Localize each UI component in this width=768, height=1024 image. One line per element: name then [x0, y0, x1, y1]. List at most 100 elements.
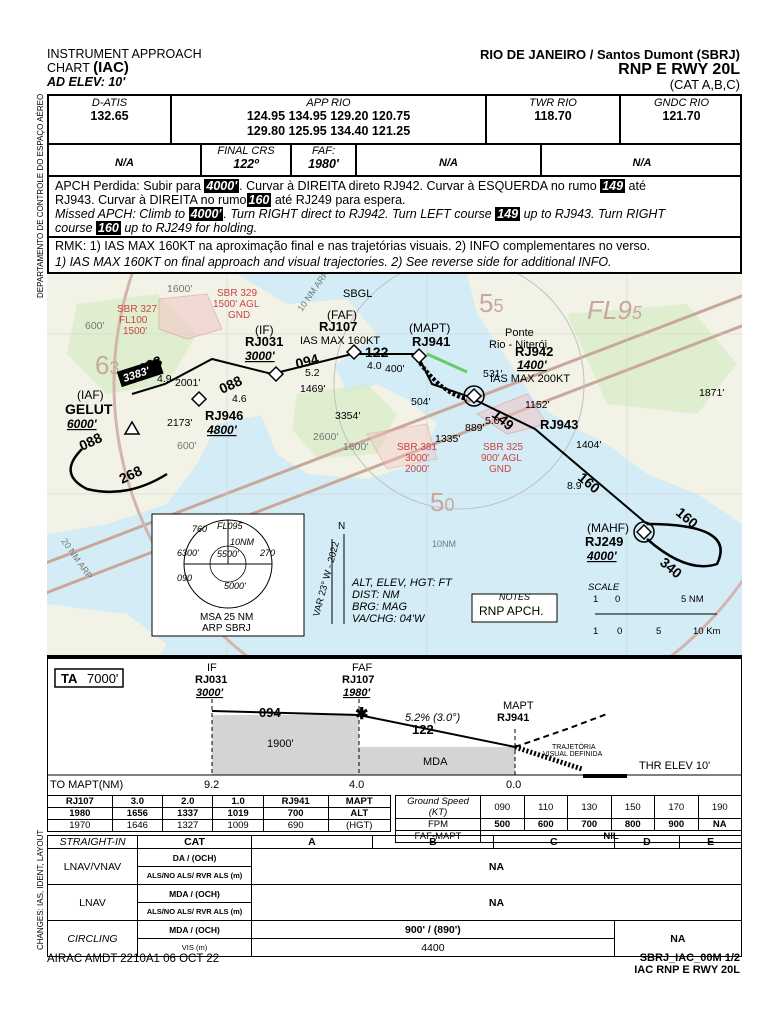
airport-name: RIO DE JANEIRO / Santos Dumont (SBRJ) — [479, 47, 740, 62]
sbr327-label: SBR 327 — [117, 304, 157, 315]
msa-title: MSA 25 NM — [200, 612, 253, 623]
crs-na-2: N/A — [439, 157, 458, 169]
airport-header: RIO DE JANEIRO / Santos Dumont (SBRJ) RN… — [480, 47, 740, 92]
rj943-name: RJ943 — [540, 417, 578, 432]
mora-55: 55 — [479, 288, 503, 318]
rj031-name: RJ031 — [245, 334, 283, 349]
ring-20nm — [112, 274, 742, 655]
msa-5500: 5500' — [217, 549, 239, 559]
lnav-minima: NA — [251, 884, 742, 921]
msa-box: FL095 10NM 6300' 5500' 5000' 270 090 760… — [151, 513, 305, 637]
gelut-altitude: 6000' — [67, 417, 98, 431]
scale-km-0: 0 — [617, 626, 622, 637]
missed-text: . Turn RIGHT direct to RJ942. Turn LEFT … — [223, 207, 492, 221]
faf-star: ✱ — [355, 706, 368, 723]
mda-block — [359, 747, 515, 775]
faf-cell: FAF: 1980' — [292, 145, 355, 172]
aircraft-categories: (CAT A,B,C) — [669, 77, 740, 92]
boundary-line — [47, 324, 742, 595]
ring-10nm — [333, 274, 585, 510]
chart-type-header: INSTRUMENT APPROACH CHART (IAC) AD ELEV:… — [47, 47, 202, 89]
dist-4-0: 4.0 — [349, 779, 364, 791]
rj942-waypoint — [465, 387, 483, 405]
msa-090: 090 — [177, 573, 192, 583]
holding-rj249 — [646, 522, 722, 568]
minima-table: STRAIGHT-IN CAT A B C D E LNAV/VNAV DA /… — [47, 835, 743, 957]
msa-270: 270 — [259, 548, 275, 558]
dist-8-9: 8.9 — [567, 480, 582, 492]
rj942-name: RJ942 — [515, 344, 553, 359]
ring-10nm-bottom: 10NM — [432, 539, 456, 549]
lnav-vnav-row-1: LNAV/VNAV DA / (OCH) NA — [47, 848, 742, 885]
minima-header: STRAIGHT-IN CAT A B C D E — [47, 835, 742, 849]
restricted-labels: SBR 329 1500' AGL GND SBR 327 FL100 1500… — [117, 288, 523, 475]
faf-role: FAF — [352, 662, 372, 674]
terrain-shading — [292, 384, 397, 459]
circling-row-1: CIRCLING MDA / (OCH) 900' / (890') NA — [47, 920, 743, 957]
circling-na: NA — [613, 920, 743, 957]
altitude-1900: 1900' — [267, 738, 294, 750]
map-legend: ALT, ELEV, HGT: FT DIST: NM BRG: MAG VA/… — [351, 577, 453, 625]
missed-text: . Curvar à DIREITA direto RJ942. Curvar … — [239, 179, 597, 193]
app-frequencies-1: 124.95 134.95 129.20 120.75 — [246, 109, 411, 123]
rj249-altitude: 4000' — [586, 549, 618, 563]
gelut-waypoint — [123, 420, 141, 435]
circling-label: CIRCLING — [47, 920, 138, 957]
notes-box: NOTES RNP APCH. — [471, 592, 558, 623]
faf-name: RJ107 — [342, 674, 374, 686]
final-crs-cell: FINAL CRS 122º — [202, 145, 290, 172]
if-altitude: 3000' — [196, 687, 223, 699]
missed-text: RJ943. Curvar à DIREITA no rumo — [55, 193, 247, 207]
missed-altitude: 4000' — [188, 207, 224, 221]
mora-63: 63 — [95, 350, 119, 380]
rj031-altitude: 3000' — [245, 349, 276, 363]
table-cell: 110 — [523, 795, 568, 819]
elev-1469: 1469' — [300, 383, 325, 395]
circling-visibility: 4400 — [251, 938, 615, 957]
rj942-altitude: 1400' — [517, 358, 548, 372]
rj941-waypoint — [410, 347, 428, 365]
divider — [170, 94, 172, 144]
altitude-block-1900 — [212, 715, 359, 775]
legend-dist: DIST: NM — [352, 589, 400, 601]
table-cell: 1.0 — [212, 795, 264, 808]
remarks-pt: RMK: 1) IAS MAX 160KT na aproximação fin… — [55, 239, 651, 253]
scale-bar: SCALE 1 0 5 NM 1 0 5 10 Km — [588, 582, 721, 637]
table-cell: (HGT) — [327, 819, 391, 832]
rj107-role: (FAF) — [327, 308, 357, 322]
if-name: RJ031 — [195, 674, 227, 686]
profile-fixes: IF RJ031 3000' FAF RJ107 1980' MAPT RJ94… — [195, 662, 534, 724]
table-cell: 1327 — [162, 819, 214, 832]
table-cell: 170 — [654, 795, 699, 819]
cat-e: E — [679, 835, 742, 849]
divider — [47, 175, 742, 177]
sbr327-upper: FL100 — [119, 315, 148, 326]
rj031-waypoint — [267, 365, 285, 383]
mapt-name: RJ941 — [497, 712, 529, 724]
crs-na-1: N/A — [115, 157, 134, 169]
missed-altitude: 4000' — [204, 179, 240, 193]
datis-frequency: 132.65 — [90, 109, 129, 123]
rj107-ias: IAS MAX 160KT — [300, 335, 380, 347]
elev-504: 504' — [411, 396, 431, 408]
app-label: APP RIO — [306, 97, 351, 109]
profile-svg: TA 7000' IF RJ031 3000' FAF RJ107 1980' … — [47, 662, 742, 791]
table-cell: 700 — [567, 818, 612, 831]
mapt-role: MAPT — [503, 700, 534, 712]
distance-scale: TO MAPT(NM) 9.2 4.0 0.0 — [50, 779, 521, 791]
gs-label: Ground Speed (KT) — [395, 795, 481, 819]
scale-km-1: 1 — [593, 626, 598, 637]
rj107-name: RJ107 — [319, 319, 357, 334]
faf-altitude: 1980' — [308, 157, 339, 171]
msa-760: 760 — [192, 524, 207, 534]
table-cell: 1980 — [47, 807, 113, 820]
table-cell: 700 — [262, 807, 329, 820]
rj941-name: RJ941 — [412, 334, 450, 349]
remarks-en: 1) IAS MAX 160KT on final approach and v… — [55, 255, 612, 269]
profile-labels: 094 122 5.2% (3.0°) TRAJETÓRIA VISUAL DE… — [259, 705, 710, 772]
